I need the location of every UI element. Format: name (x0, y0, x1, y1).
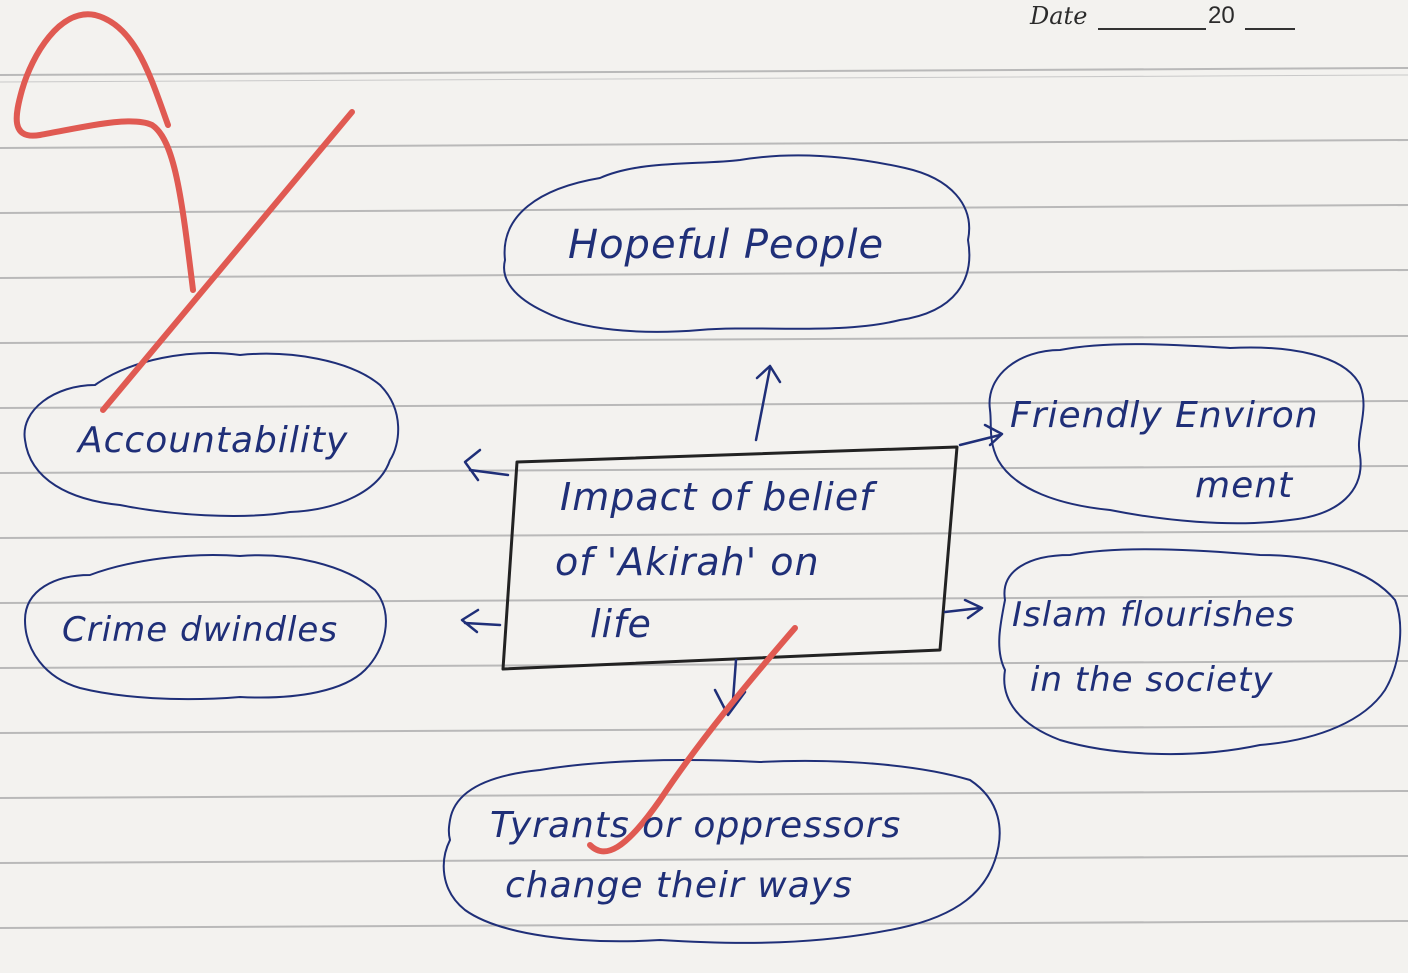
ruled-line (0, 530, 1408, 539)
date-label: Date (1030, 2, 1088, 30)
ruled-line (0, 269, 1408, 279)
ruled-line (0, 335, 1408, 344)
ruled-line (0, 790, 1408, 799)
ruled-line (0, 204, 1408, 214)
ruled-line (0, 400, 1408, 409)
header-rule-line (0, 74, 1408, 83)
tyrants-label-line2: change their ways (505, 865, 853, 906)
arrow-to-friendly (958, 423, 1004, 447)
hopeful-people-label: Hopeful People (568, 222, 885, 268)
arrow-to-islam (943, 598, 984, 620)
islam-flourishes-label-line1: Islam flourishes (1012, 595, 1296, 635)
date-blank-line (1098, 28, 1206, 30)
accountability-cloud (23, 352, 400, 517)
center-topic-line2: of 'Akirah' on (555, 540, 820, 584)
tyrants-cloud (442, 759, 1001, 944)
ruled-line (0, 660, 1408, 669)
arrow-to-tyrants (713, 658, 747, 717)
center-topic-line3: life (590, 602, 652, 646)
crime-dwindles-cloud (24, 553, 387, 701)
header-rule-line (0, 67, 1408, 76)
red-check-mark-top (100, 109, 355, 413)
ruled-line (0, 139, 1408, 149)
arrow-to-accountability (463, 448, 510, 482)
friendly-environment-label-line1: Friendly Environ (1010, 395, 1319, 436)
center-topic-box (501, 445, 959, 671)
islam-flourishes-label-line2: in the society (1030, 660, 1274, 700)
ruled-line (0, 725, 1408, 734)
arrow-to-crime (460, 608, 502, 634)
year-label: 20 (1208, 2, 1235, 29)
ruled-lines (0, 67, 1408, 929)
red-marker-number-mark (13, 11, 196, 293)
ruled-line (0, 855, 1408, 864)
center-topic-line1: Impact of belief (560, 475, 874, 519)
islam-flourishes-cloud (998, 548, 1402, 756)
red-check-mark-bottom (587, 625, 798, 855)
hopeful-people-cloud (503, 154, 971, 333)
friendly-environment-label-line2: ment (1195, 465, 1294, 506)
ruled-line (0, 595, 1408, 604)
friendly-environment-cloud (988, 343, 1365, 525)
ruled-line (0, 465, 1408, 474)
tyrants-label-line1: Tyrants or oppressors (490, 805, 902, 846)
arrow-to-hopeful (754, 364, 782, 442)
accountability-label: Accountability (78, 420, 349, 461)
year-blank-line (1245, 28, 1295, 30)
crime-dwindles-label: Crime dwindles (62, 610, 339, 650)
ruled-line (0, 920, 1408, 929)
